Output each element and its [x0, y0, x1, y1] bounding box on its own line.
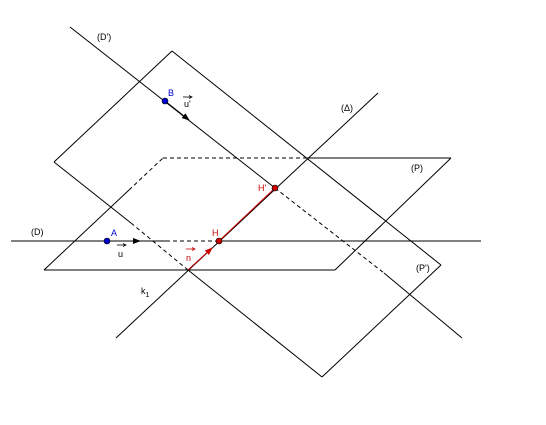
label-p: (P): [411, 163, 423, 173]
plane-p-prime: [53, 50, 442, 378]
segment-h-h-prime: [218, 187, 276, 242]
label-b: B: [168, 88, 174, 98]
label-delta: (Δ): [341, 103, 353, 113]
label-k: k: [141, 286, 146, 296]
label-a: A: [111, 228, 117, 238]
label-p-prime: (P'): [416, 263, 430, 273]
point-b: [161, 97, 169, 105]
vector-n: [187, 247, 213, 271]
label-h-prime: H': [258, 183, 266, 193]
vector-u-prime: [164, 100, 190, 121]
label-k-subscript: 1: [146, 292, 150, 299]
vector-bars: [117, 95, 196, 251]
point-h: [215, 237, 223, 245]
line-delta: [115, 92, 379, 339]
label-n: n: [186, 253, 191, 263]
label-d-prime: (D'): [97, 32, 111, 42]
point-h-prime: [271, 184, 279, 192]
label-h: H: [212, 228, 219, 238]
point-a: [103, 237, 111, 245]
label-d: (D): [31, 227, 44, 237]
label-k1: k1: [141, 286, 150, 299]
label-u: u: [118, 249, 123, 259]
plane-p: [43, 157, 452, 271]
label-u-prime: u': [184, 99, 191, 109]
